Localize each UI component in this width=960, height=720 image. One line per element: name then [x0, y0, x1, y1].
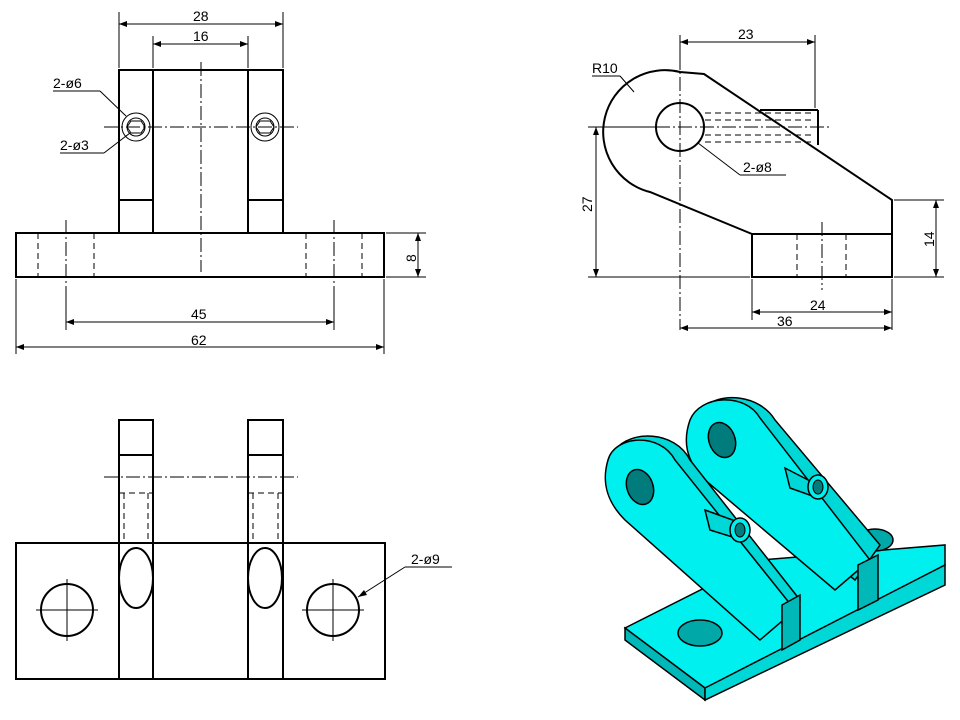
dim-8: 8	[403, 254, 419, 262]
dim-16: 16	[193, 28, 209, 44]
front-right-upright	[247, 69, 284, 234]
front-view: 28 16 2-ø6 2-ø3 8 45 62	[15, 8, 426, 354]
label-2-phi6: 2-ø6	[53, 75, 82, 91]
label-2-phi3: 2-ø3	[60, 137, 89, 153]
dim-36: 36	[777, 313, 793, 329]
label-r10: R10	[592, 60, 618, 76]
front-left-upright	[118, 69, 154, 234]
dim-24: 24	[810, 297, 826, 313]
top-base	[15, 542, 386, 680]
dim-27: 27	[579, 196, 595, 212]
isometric-model	[604, 396, 946, 702]
dim-14: 14	[921, 231, 937, 247]
label-2-phi9: 2-ø9	[411, 551, 440, 567]
side-outline	[602, 69, 893, 278]
dim-28: 28	[193, 8, 209, 24]
right-boss-outer	[250, 112, 280, 142]
side-view: 23 R10 2-ø8 27 14 24 36	[579, 26, 944, 331]
left-boss-outer	[121, 112, 151, 142]
dim-45: 45	[191, 306, 207, 322]
iso-base-hole-left	[677, 619, 723, 647]
dim-23: 23	[738, 26, 754, 42]
top-view: 2-ø9	[15, 419, 452, 680]
dim-62: 62	[191, 332, 207, 348]
label-2-phi8: 2-ø8	[743, 159, 772, 175]
front-base	[15, 232, 385, 278]
